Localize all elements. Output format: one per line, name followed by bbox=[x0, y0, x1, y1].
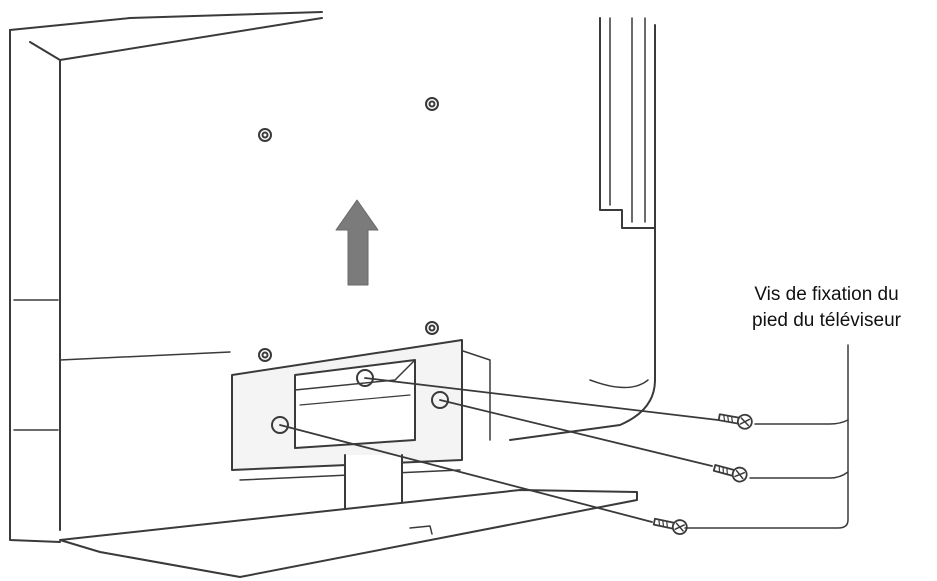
screw-guide-lines bbox=[279, 377, 719, 523]
tv-rear-body bbox=[9, 11, 656, 543]
screw-callout-label: Vis de fixation du pied du téléviseur bbox=[716, 282, 937, 334]
screw-icon bbox=[652, 413, 753, 535]
callout-line-2: pied du téléviseur bbox=[752, 310, 901, 331]
arrow-up-icon bbox=[335, 199, 379, 286]
callout-leader-lines bbox=[684, 344, 849, 529]
stand-base bbox=[59, 454, 638, 578]
mounting-hole-icon bbox=[258, 97, 439, 362]
callout-line-1: Vis de fixation du bbox=[754, 284, 899, 305]
